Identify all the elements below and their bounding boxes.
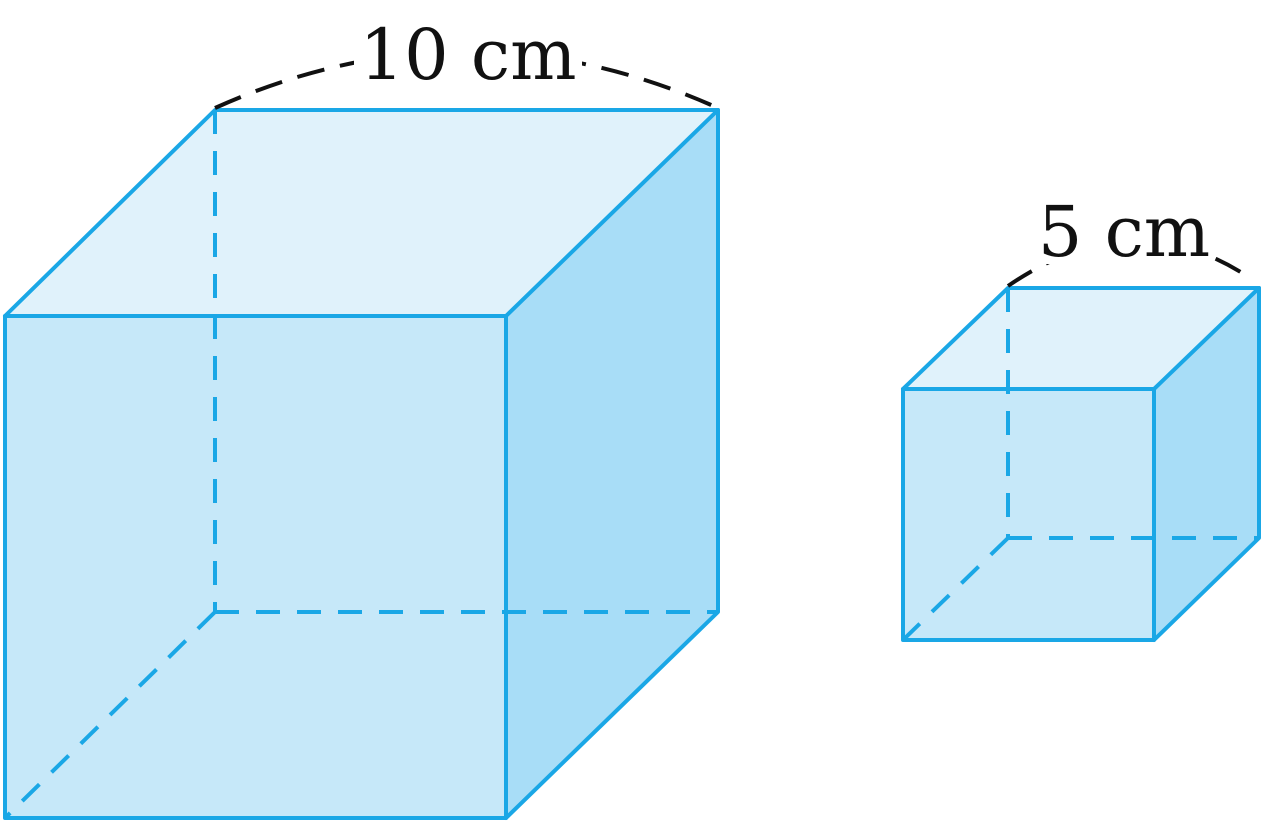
small-cube-side-face <box>1154 288 1259 640</box>
small-cube-top-outline <box>901 286 1261 391</box>
small-cube: 5 cm <box>901 191 1261 642</box>
large-cube: 10 cm <box>3 14 720 820</box>
small-cube-side-outline <box>1152 286 1261 642</box>
large-cube-top-outline <box>3 108 720 318</box>
small-cube-front-outline <box>901 387 1156 642</box>
large-cube-top-face <box>5 110 718 316</box>
large-cube-dimension-arc <box>214 49 719 110</box>
large-cube-hidden-edge-depth <box>3 610 217 820</box>
small-cube-top-face <box>903 288 1259 389</box>
large-cube-side-face <box>506 110 718 818</box>
large-cube-front-outline <box>3 314 508 820</box>
small-cube-label-backdrop <box>1034 194 1214 264</box>
large-cube-edge-label: 10 cm <box>360 14 577 96</box>
large-cube-label-backdrop <box>354 22 582 92</box>
small-cube-edge-label: 5 cm <box>1038 191 1210 273</box>
large-cube-front-face <box>5 316 506 818</box>
large-cube-side-outline <box>504 108 720 820</box>
